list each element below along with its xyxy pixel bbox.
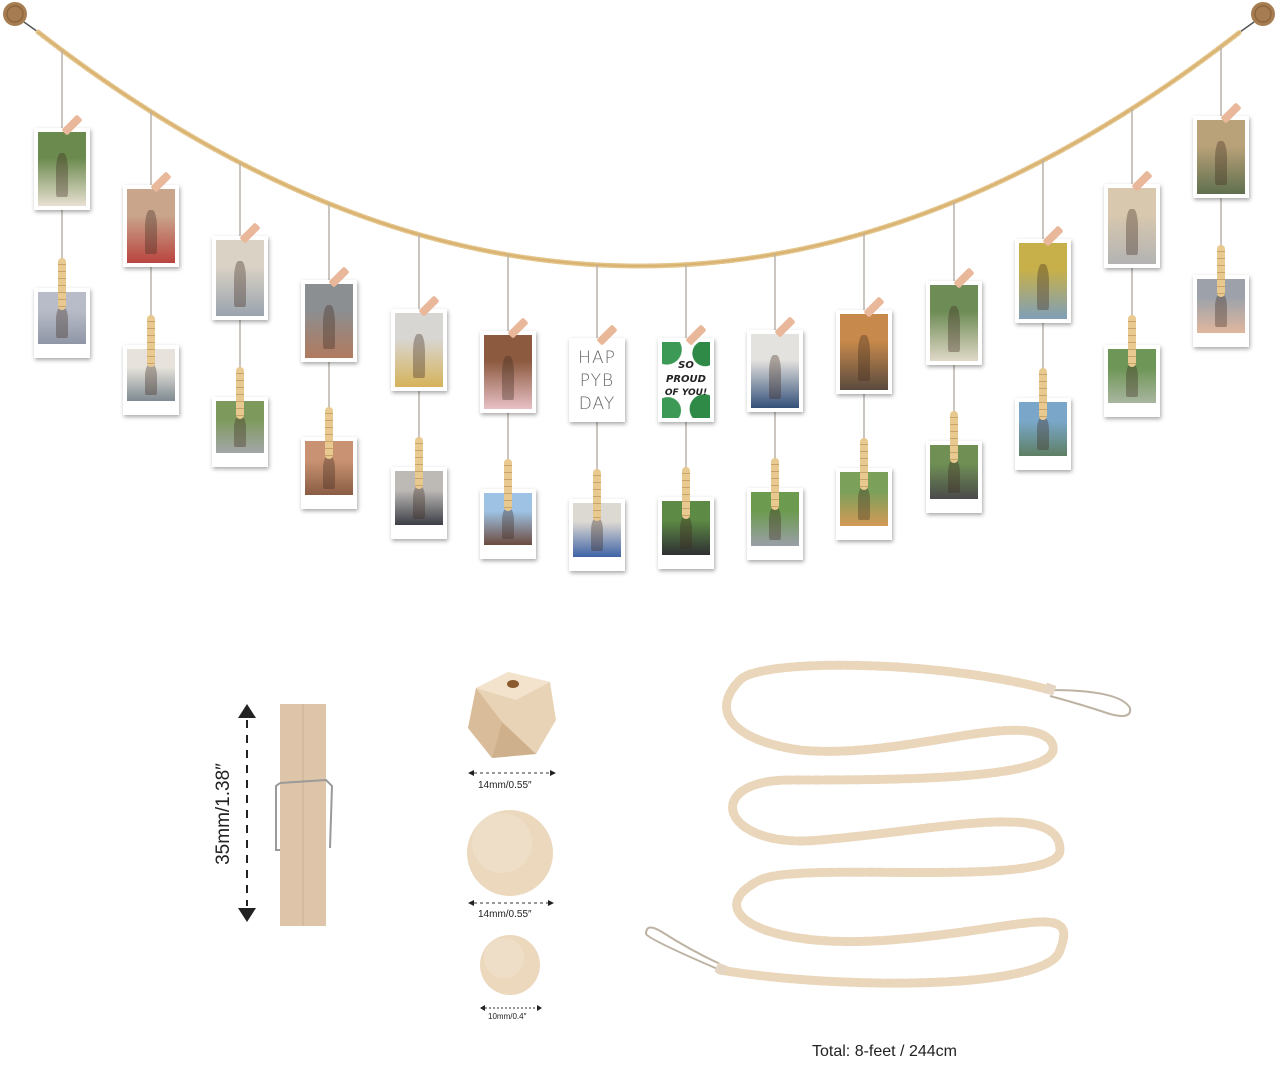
photo-subject	[1215, 140, 1227, 186]
bead-clip-icon	[771, 458, 779, 510]
total-length-label: Total: 8-feet / 244cm	[812, 1043, 957, 1060]
photo-toddler-dark-dress	[391, 467, 447, 539]
photo-subject	[323, 304, 335, 350]
bead-clip-icon	[236, 367, 244, 419]
photo-subject	[680, 516, 692, 549]
photo-subject	[145, 363, 157, 395]
photo-subject	[234, 261, 246, 307]
photo-subject	[145, 209, 157, 255]
photo-subject	[323, 456, 335, 489]
photo-woman-patterned-dress	[123, 185, 179, 267]
photo-elderly-couple-bench	[1104, 345, 1160, 417]
photo-mother-child-meadow	[34, 128, 90, 210]
photo-image	[1197, 120, 1245, 194]
bead-clip-icon	[950, 411, 958, 463]
bead-clip-icon	[325, 407, 333, 459]
hanging-loop-icon	[644, 926, 721, 971]
photo-subject	[1126, 364, 1138, 397]
photo-image: SO PROUD OF YOU!	[662, 342, 710, 418]
photo-family-sitting	[123, 345, 179, 415]
photo-woman-beach	[212, 236, 268, 320]
photo-subject	[502, 355, 514, 401]
photo-golden-retriever	[836, 310, 892, 394]
photo-girl-yellow-sweater	[391, 309, 447, 391]
photo-subject	[56, 152, 68, 198]
bead-dimension-label: 14mm/0.55″	[478, 780, 532, 791]
bead-dimension-label: 14mm/0.55″	[478, 909, 532, 920]
card-text-line: HAP	[578, 348, 616, 368]
photo-happy-birthday-card: HAP PYB DAY	[569, 338, 625, 422]
photo-image	[1019, 243, 1067, 319]
photo-elderly-woman-rose	[1104, 184, 1160, 268]
card-text-line: DAY	[578, 394, 616, 414]
photo-image	[38, 132, 86, 206]
clip-detail: 35mm/1.38″	[200, 690, 360, 940]
photo-woman-portrait	[301, 280, 357, 362]
photo-subject	[591, 518, 603, 551]
bead-garland-coil	[640, 650, 1140, 1010]
bead-clip-icon	[1128, 315, 1136, 367]
bead-clip-icon	[860, 438, 868, 490]
photo-subject	[413, 333, 425, 379]
photo-subject	[413, 486, 425, 519]
arrow-up-icon	[238, 704, 256, 718]
bead-clip-icon	[58, 258, 66, 310]
photo-girl-denim-jacket	[747, 330, 803, 412]
bead-clip-icon	[504, 459, 512, 511]
photo-image	[840, 314, 888, 390]
card-text-line: PYB	[579, 371, 615, 391]
photo-girl-sitting-jeans	[569, 499, 625, 571]
photo-subject	[1037, 417, 1049, 450]
photo-subject	[948, 306, 960, 352]
bead-clip-icon	[1039, 368, 1047, 420]
bead-clip-icon	[147, 315, 155, 367]
photo-image	[305, 284, 353, 358]
bead-clip-icon	[682, 467, 690, 519]
bead-dimension-label: 10mm/0.4″	[488, 1012, 527, 1021]
card-text-line: SO	[678, 360, 694, 371]
photo-couple-dog-flowers	[926, 281, 982, 365]
bead-clip-icon	[1217, 245, 1225, 297]
photo-subject	[56, 306, 68, 338]
photo-wedding-couple-arch	[1193, 116, 1249, 198]
photo-subject	[948, 460, 960, 493]
arrow-down-icon	[238, 908, 256, 922]
photo-subject	[858, 487, 870, 520]
photo-image	[127, 189, 175, 263]
photo-image	[216, 240, 264, 316]
photo-subject	[502, 507, 514, 539]
photo-image	[751, 334, 799, 408]
card-text-line: PROUD	[666, 374, 706, 385]
photo-subject	[858, 335, 870, 381]
photo-subject	[769, 507, 781, 540]
photo-woman-smiling	[301, 437, 357, 509]
photo-image	[1108, 188, 1156, 264]
bead-clip-icon	[593, 469, 601, 521]
photo-image	[395, 313, 443, 387]
photo-girl-grass	[747, 488, 803, 560]
photo-so-proud-of-you-card: SO PROUD OF YOU!	[658, 338, 714, 422]
faceted-bead-icon	[468, 672, 556, 758]
beads-detail: 14mm/0.55″ 14mm/0.55″ 10mm/0.4″	[450, 660, 580, 1030]
photo-subject	[1215, 294, 1227, 327]
photo-hikers-mountain	[1015, 239, 1071, 323]
photo-subject	[234, 415, 246, 447]
hanging-loop-icon	[1049, 689, 1132, 717]
clip-dimension-label: 35mm/1.38″	[213, 763, 234, 865]
card-text-line: OF YOU!	[664, 388, 708, 398]
photo-image: HAP PYB DAY	[573, 342, 621, 418]
photo-image	[751, 492, 799, 546]
garland-string-layer	[3, 2, 1275, 499]
photo-girl-brick-wall	[480, 331, 536, 413]
photo-subject	[769, 354, 781, 400]
photo-garland-display: HAP PYB DAY SO PROUD OF YOU!	[3, 2, 1275, 571]
photo-subject	[1126, 209, 1138, 255]
photo-image	[484, 335, 532, 409]
photo-image	[930, 285, 978, 361]
bead-clip-icon	[415, 437, 423, 489]
photo-subject	[1037, 264, 1049, 310]
